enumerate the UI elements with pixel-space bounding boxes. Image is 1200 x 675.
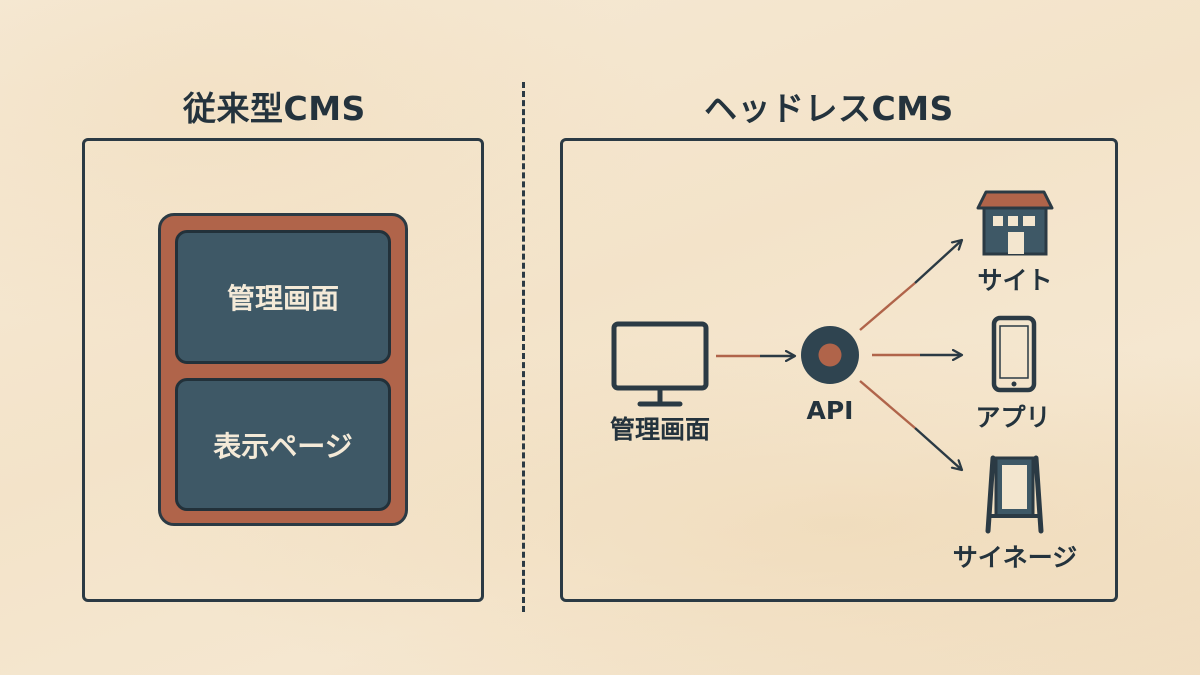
headless-cms-panel: [560, 138, 1118, 602]
arrow-api-to-signage: [859, 380, 962, 470]
api-hub-icon: [801, 326, 859, 384]
signboard-icon: [985, 455, 1044, 534]
arrow-api-to-site: [859, 240, 962, 331]
site-label: サイト: [977, 266, 1053, 295]
api-label: API: [806, 396, 854, 425]
section-divider: [522, 82, 525, 612]
admin-screen-block: 管理画面: [175, 230, 391, 364]
app-label: アプリ: [975, 403, 1051, 432]
signage-label: サイネージ: [952, 543, 1078, 572]
traditional-cms-panel: [82, 138, 484, 602]
smartphone-icon: [991, 315, 1037, 393]
admin-screen-label: 管理画面: [609, 415, 711, 444]
headless-cms-title: ヘッドレスCMS: [704, 89, 954, 128]
display-page-block: 表示ページ: [175, 378, 391, 511]
store-icon: [976, 190, 1054, 256]
monitor-icon: [611, 321, 709, 407]
traditional-cms-title: 従来型CMS: [183, 89, 366, 128]
coupled-cms-frame: 管理画面 表示ページ: [158, 213, 408, 526]
